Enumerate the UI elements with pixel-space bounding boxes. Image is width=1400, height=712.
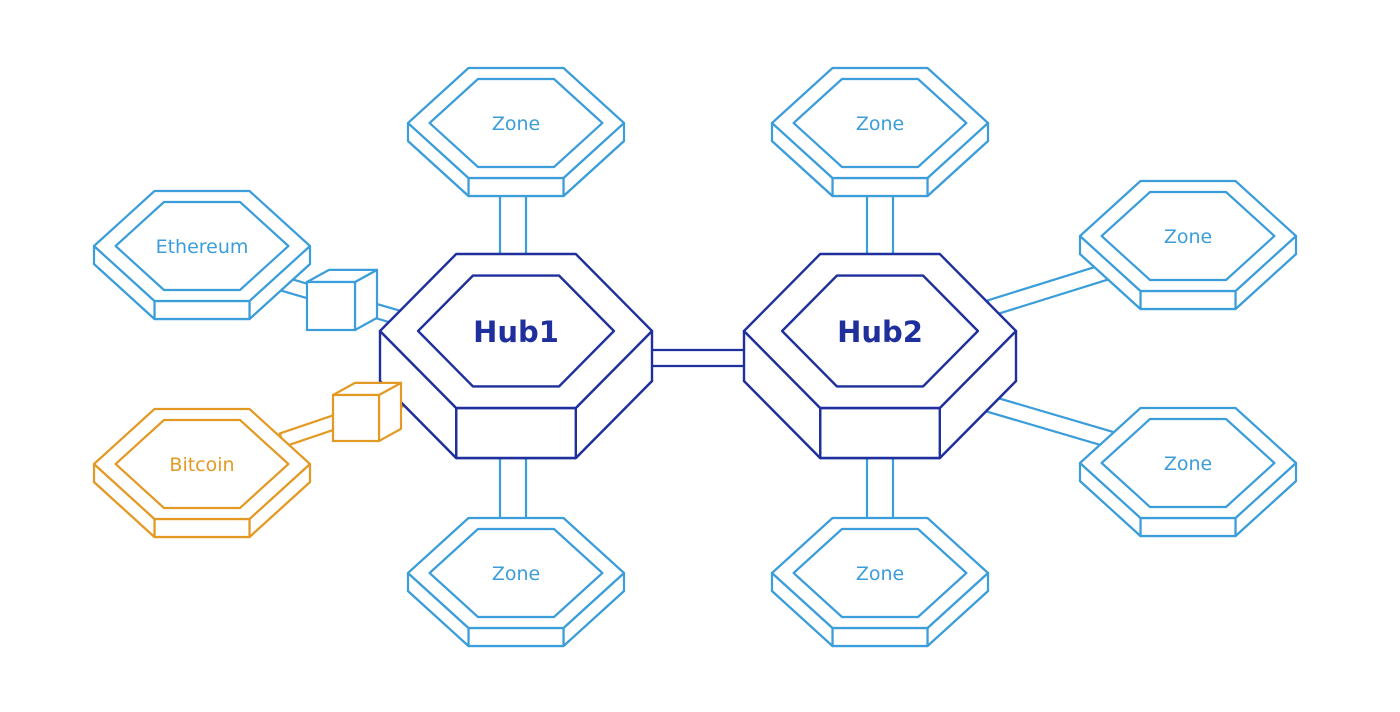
hub-hub1: Hub1 <box>378 252 654 460</box>
chain-label: Zone <box>492 113 540 135</box>
chain-zone-hub2-lower-right: Zone <box>1078 406 1298 538</box>
chain-ethereum: Ethereum <box>92 189 312 321</box>
hub-hub2: Hub2 <box>742 252 1018 460</box>
chain-label: Ethereum <box>156 236 249 258</box>
chain-label: Zone <box>856 563 904 585</box>
chain-label: Zone <box>1164 226 1212 248</box>
connector-hub1-hub2 <box>643 348 754 368</box>
peg-zones-layer <box>305 268 403 443</box>
chain-zone-hub2-upper-right: Zone <box>1078 179 1298 311</box>
chain-label: Zone <box>856 113 904 135</box>
hub-label: Hub1 <box>473 315 559 349</box>
connector-hub2-upper-right <box>986 261 1116 317</box>
chain-label: Bitcoin <box>169 454 234 476</box>
chain-bitcoin: Bitcoin <box>92 407 312 539</box>
chain-zone-hub1-bottom: Zone <box>406 516 626 648</box>
chain-zone-hub2-top: Zone <box>770 66 990 198</box>
peg-zone-bitcoin <box>331 381 403 443</box>
chain-zone-hub1-top: Zone <box>406 66 626 198</box>
hub-label: Hub2 <box>837 315 923 349</box>
hubs-layer: Hub1 Hub2 <box>378 252 1018 460</box>
chain-zone-hub2-bottom: Zone <box>770 516 990 648</box>
chain-label: Zone <box>1164 453 1212 475</box>
peg-zone-ethereum <box>305 268 379 332</box>
chain-label: Zone <box>492 563 540 585</box>
